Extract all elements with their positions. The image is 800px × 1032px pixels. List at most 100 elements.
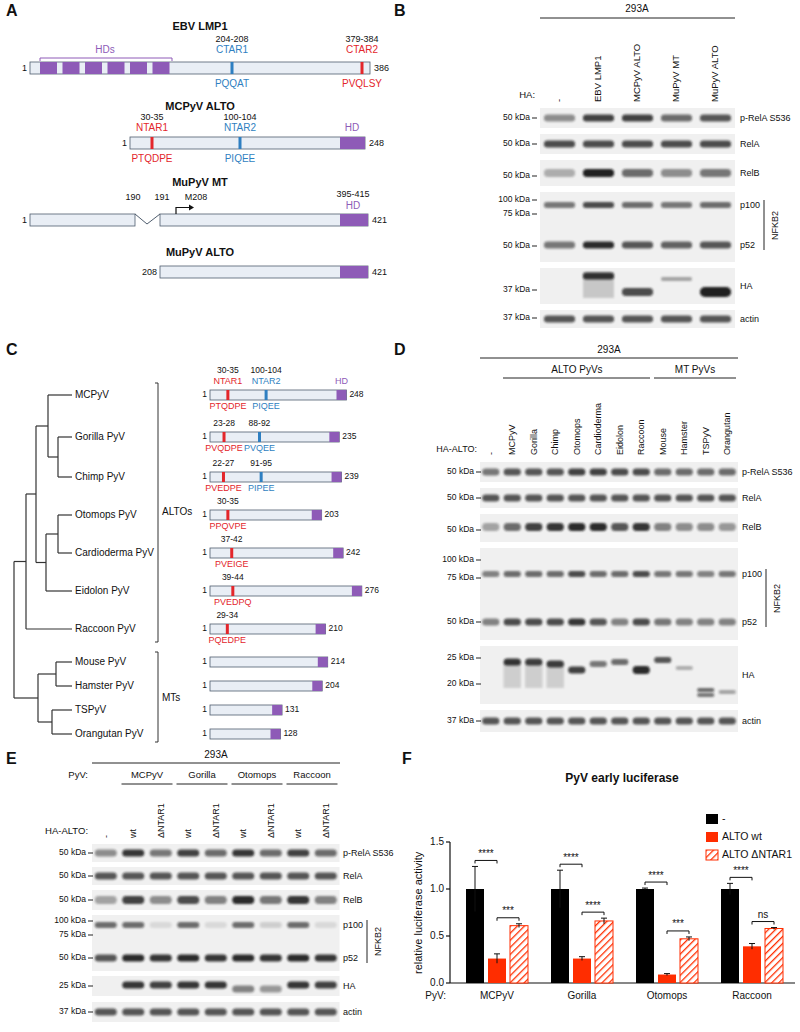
blot-band (482, 571, 499, 577)
motif-mark (226, 510, 229, 520)
residue-number: 1 (122, 138, 127, 148)
row-label: RelA (740, 139, 760, 149)
blot-band (590, 495, 607, 502)
error-bar (582, 957, 583, 961)
lane-label: - (101, 835, 111, 838)
blot-band (633, 666, 650, 674)
hydrophobic-domain (130, 62, 147, 74)
lane-label: Gorilla (529, 429, 539, 455)
blot-band (719, 619, 736, 626)
legend-label: ALTO wt (722, 830, 762, 842)
protein-bar (210, 729, 280, 739)
significance-bracket (497, 860, 498, 863)
marker-tick (88, 986, 93, 987)
blot-band (719, 718, 736, 725)
marker-tick (476, 721, 481, 722)
error-bar (579, 956, 585, 957)
header-rule (92, 763, 340, 764)
lane-label: MuPyV ALTO (710, 45, 721, 102)
lane-key: HA: (519, 90, 535, 101)
blot-band (232, 955, 254, 962)
row-label: HA (740, 281, 753, 291)
lane-label: wt (183, 829, 193, 838)
mw-marker: 20 kDa (447, 679, 474, 689)
blot-band (590, 571, 607, 577)
blot-band (661, 242, 692, 249)
blot-band (622, 202, 653, 208)
row-label: NFKB2 (373, 927, 383, 956)
panel-letter: F (402, 750, 412, 768)
blot-band (315, 873, 337, 880)
mw-marker: 50 kDa (447, 493, 474, 503)
group-label: Gorilla (568, 990, 597, 1002)
blot-band (611, 495, 628, 502)
species-label: Eidolon PyV (75, 585, 129, 597)
error-bar (494, 953, 500, 954)
mw-marker: 100 kDa (498, 195, 530, 205)
blot-band (177, 982, 199, 989)
mw-marker: 100 kDa (442, 555, 474, 565)
axis-key: PyV: (425, 990, 446, 1002)
blot-band (150, 982, 172, 989)
blot-band (661, 202, 692, 208)
error-bar (601, 918, 607, 919)
residue-number: 208 (142, 267, 157, 277)
lane-label: Cardioderma (593, 403, 603, 455)
error-bar (664, 973, 670, 974)
motif-mark (230, 548, 233, 558)
domain-label: NTAR1 (214, 376, 243, 386)
blot-band (547, 718, 564, 725)
blot-band (661, 277, 692, 281)
motif-mark (151, 137, 154, 149)
blot-band (150, 896, 172, 904)
row-label: p-RelA S536 (740, 113, 791, 123)
blot-band (547, 523, 564, 531)
blot-band (583, 316, 614, 323)
mw-marker: 100 kDa (54, 916, 86, 926)
row-label: p100 (740, 200, 760, 210)
blot-band (150, 1009, 172, 1016)
hydrophobic-domain (272, 705, 282, 715)
domain-bracket (40, 58, 172, 59)
species-label: Otomops PyV (75, 509, 137, 521)
blot-band (525, 619, 542, 626)
group-label: Otomops (238, 770, 277, 781)
blot-band (525, 469, 542, 476)
row-label: p100 (343, 920, 363, 930)
header-rule (232, 784, 283, 785)
residue-range: 100-104 (224, 112, 257, 122)
residue-number: 248 (349, 390, 363, 400)
blot-band (260, 922, 282, 928)
significance-bracket (582, 912, 583, 915)
blot-band (700, 169, 731, 177)
marker-tick (532, 246, 537, 247)
blot-band (661, 316, 692, 323)
blot-strip (92, 867, 340, 885)
motif-sequence: PTQDPE (131, 153, 172, 165)
tree-branch (56, 685, 72, 686)
lane-label: ΔNTAR1 (321, 803, 331, 838)
error-bar (730, 883, 731, 894)
protein-bar (210, 432, 339, 442)
motif-mark (226, 624, 229, 634)
lane-label: Orangutan (722, 412, 732, 455)
row-label: RelB (740, 168, 760, 178)
motif-sequence: PVEIGE (215, 559, 249, 569)
mw-marker: 50 kDa (503, 139, 530, 149)
lane-label: wt (238, 829, 248, 838)
blot-band (150, 873, 172, 880)
significance-mark: *** (502, 905, 514, 917)
blot-strip (92, 1002, 340, 1022)
axis-tick-label: 0.5 (430, 930, 444, 942)
protein-name: MuPyV ALTO (166, 246, 234, 259)
residue-number: 276 (365, 586, 379, 596)
blot-band (633, 469, 650, 476)
residue-range: 395-415 (337, 189, 370, 199)
significance-mark: **** (648, 870, 664, 882)
protein-name: MuPyV MT (172, 176, 228, 189)
blot-band (547, 661, 564, 668)
mw-marker: 50 kDa (447, 617, 474, 627)
blot-band (177, 896, 199, 904)
mw-marker: 50 kDa (59, 848, 86, 858)
